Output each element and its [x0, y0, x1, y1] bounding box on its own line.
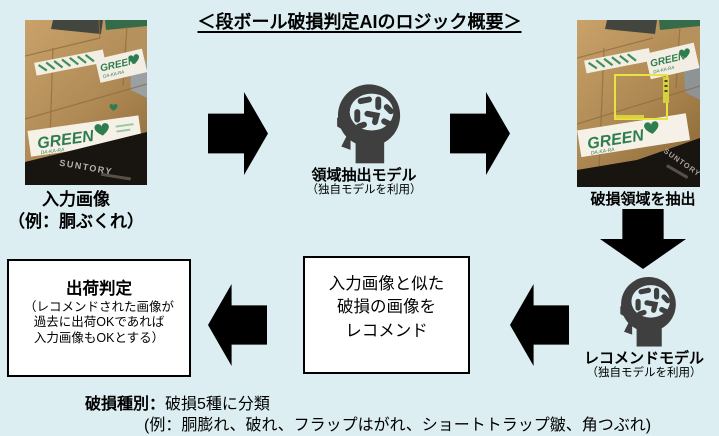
recommend-model: レコメンドモデル （独自モデルを利用） [577, 274, 711, 380]
flow-arrow-left-1 [510, 284, 569, 366]
heart-logo-icon [128, 54, 139, 64]
page-title: ＜段ボール破損判定AIのロジック概要＞ [197, 12, 522, 32]
region-model-name: 領域抽出モデル [311, 167, 417, 184]
recommend-box-line3: レコメンド [345, 321, 428, 340]
brand-label-main: GREEN DA-KA-RA [27, 115, 142, 157]
judgement-box: 出荷判定 （レコメンドされた画像が 過去に出荷OKであれば 入力画像もOKとする… [7, 259, 191, 377]
judgement-box-line1: （レコメンドされた画像が [23, 300, 174, 315]
recommend-box: 入力画像と似た 破損の画像を レコメンド [303, 256, 470, 374]
recommend-box-line1: 入力画像と似た [328, 274, 445, 293]
region-model-note: （独自モデルを利用） [306, 184, 422, 197]
damage-types-text: 破損5種に分類 [165, 396, 270, 413]
damage-bounding-box [614, 74, 669, 120]
region-model: 領域抽出モデル （独自モデルを利用） [298, 81, 430, 197]
damage-types-examples: (例：胴膨れ、破れ、フラップはがれ、ショートトラップ皺、角つぶれ) [144, 417, 652, 434]
svg-text:DA-KA-RA: DA-KA-RA [590, 147, 615, 157]
recommend-box-line2: 破損の画像を [337, 298, 436, 317]
input-image-caption-line2: （例：胴ぶくれ） [8, 211, 144, 231]
input-image-caption: 入力画像 （例：胴ぶくれ） [0, 189, 152, 233]
flow-arrow-right-1 [208, 92, 268, 175]
recommend-model-note: （独自モデルを利用） [586, 367, 702, 380]
input-image-photo: GREEN DA-KA-RA GREEN DA-KA-RA SUNTORY [25, 20, 147, 185]
judgement-box-line3: 入力画像もOKとする） [33, 330, 165, 345]
judgement-box-line2: 過去に出荷OKであれば [33, 315, 165, 330]
flow-arrow-right-2 [450, 92, 510, 175]
damage-region-caption: 破損領域を抽出 [590, 191, 696, 208]
leaf-pattern-strip [34, 49, 106, 76]
heart-logo-icon [94, 123, 109, 136]
head-brain-icon [337, 84, 401, 164]
pallet-area [577, 138, 700, 187]
head-brain-icon [620, 276, 676, 347]
flow-arrow-left-2 [208, 284, 267, 366]
damage-types-line: 破損種別：破損5種に分類 [85, 390, 270, 414]
svg-text:DA-KA-RA: DA-KA-RA [103, 69, 125, 79]
judgement-box-title: 出荷判定 [66, 280, 132, 298]
pallet-area [25, 132, 147, 185]
brand-label-small: GREEN DA-KA-RA [95, 48, 147, 83]
damage-region-photo: GREEN DA-KA-RA GREEN DA-KA-RA SUNTORY [577, 20, 700, 187]
svg-text:DA-KA-RA: DA-KA-RA [653, 65, 675, 75]
recommend-model-name: レコメンドモデル [583, 350, 704, 367]
input-image-caption-line1: 入力画像 [42, 190, 110, 209]
svg-text:DA-KA-RA: DA-KA-RA [40, 147, 65, 156]
flow-arrow-down [600, 209, 686, 269]
damage-types-label: 破損種別： [85, 396, 166, 413]
